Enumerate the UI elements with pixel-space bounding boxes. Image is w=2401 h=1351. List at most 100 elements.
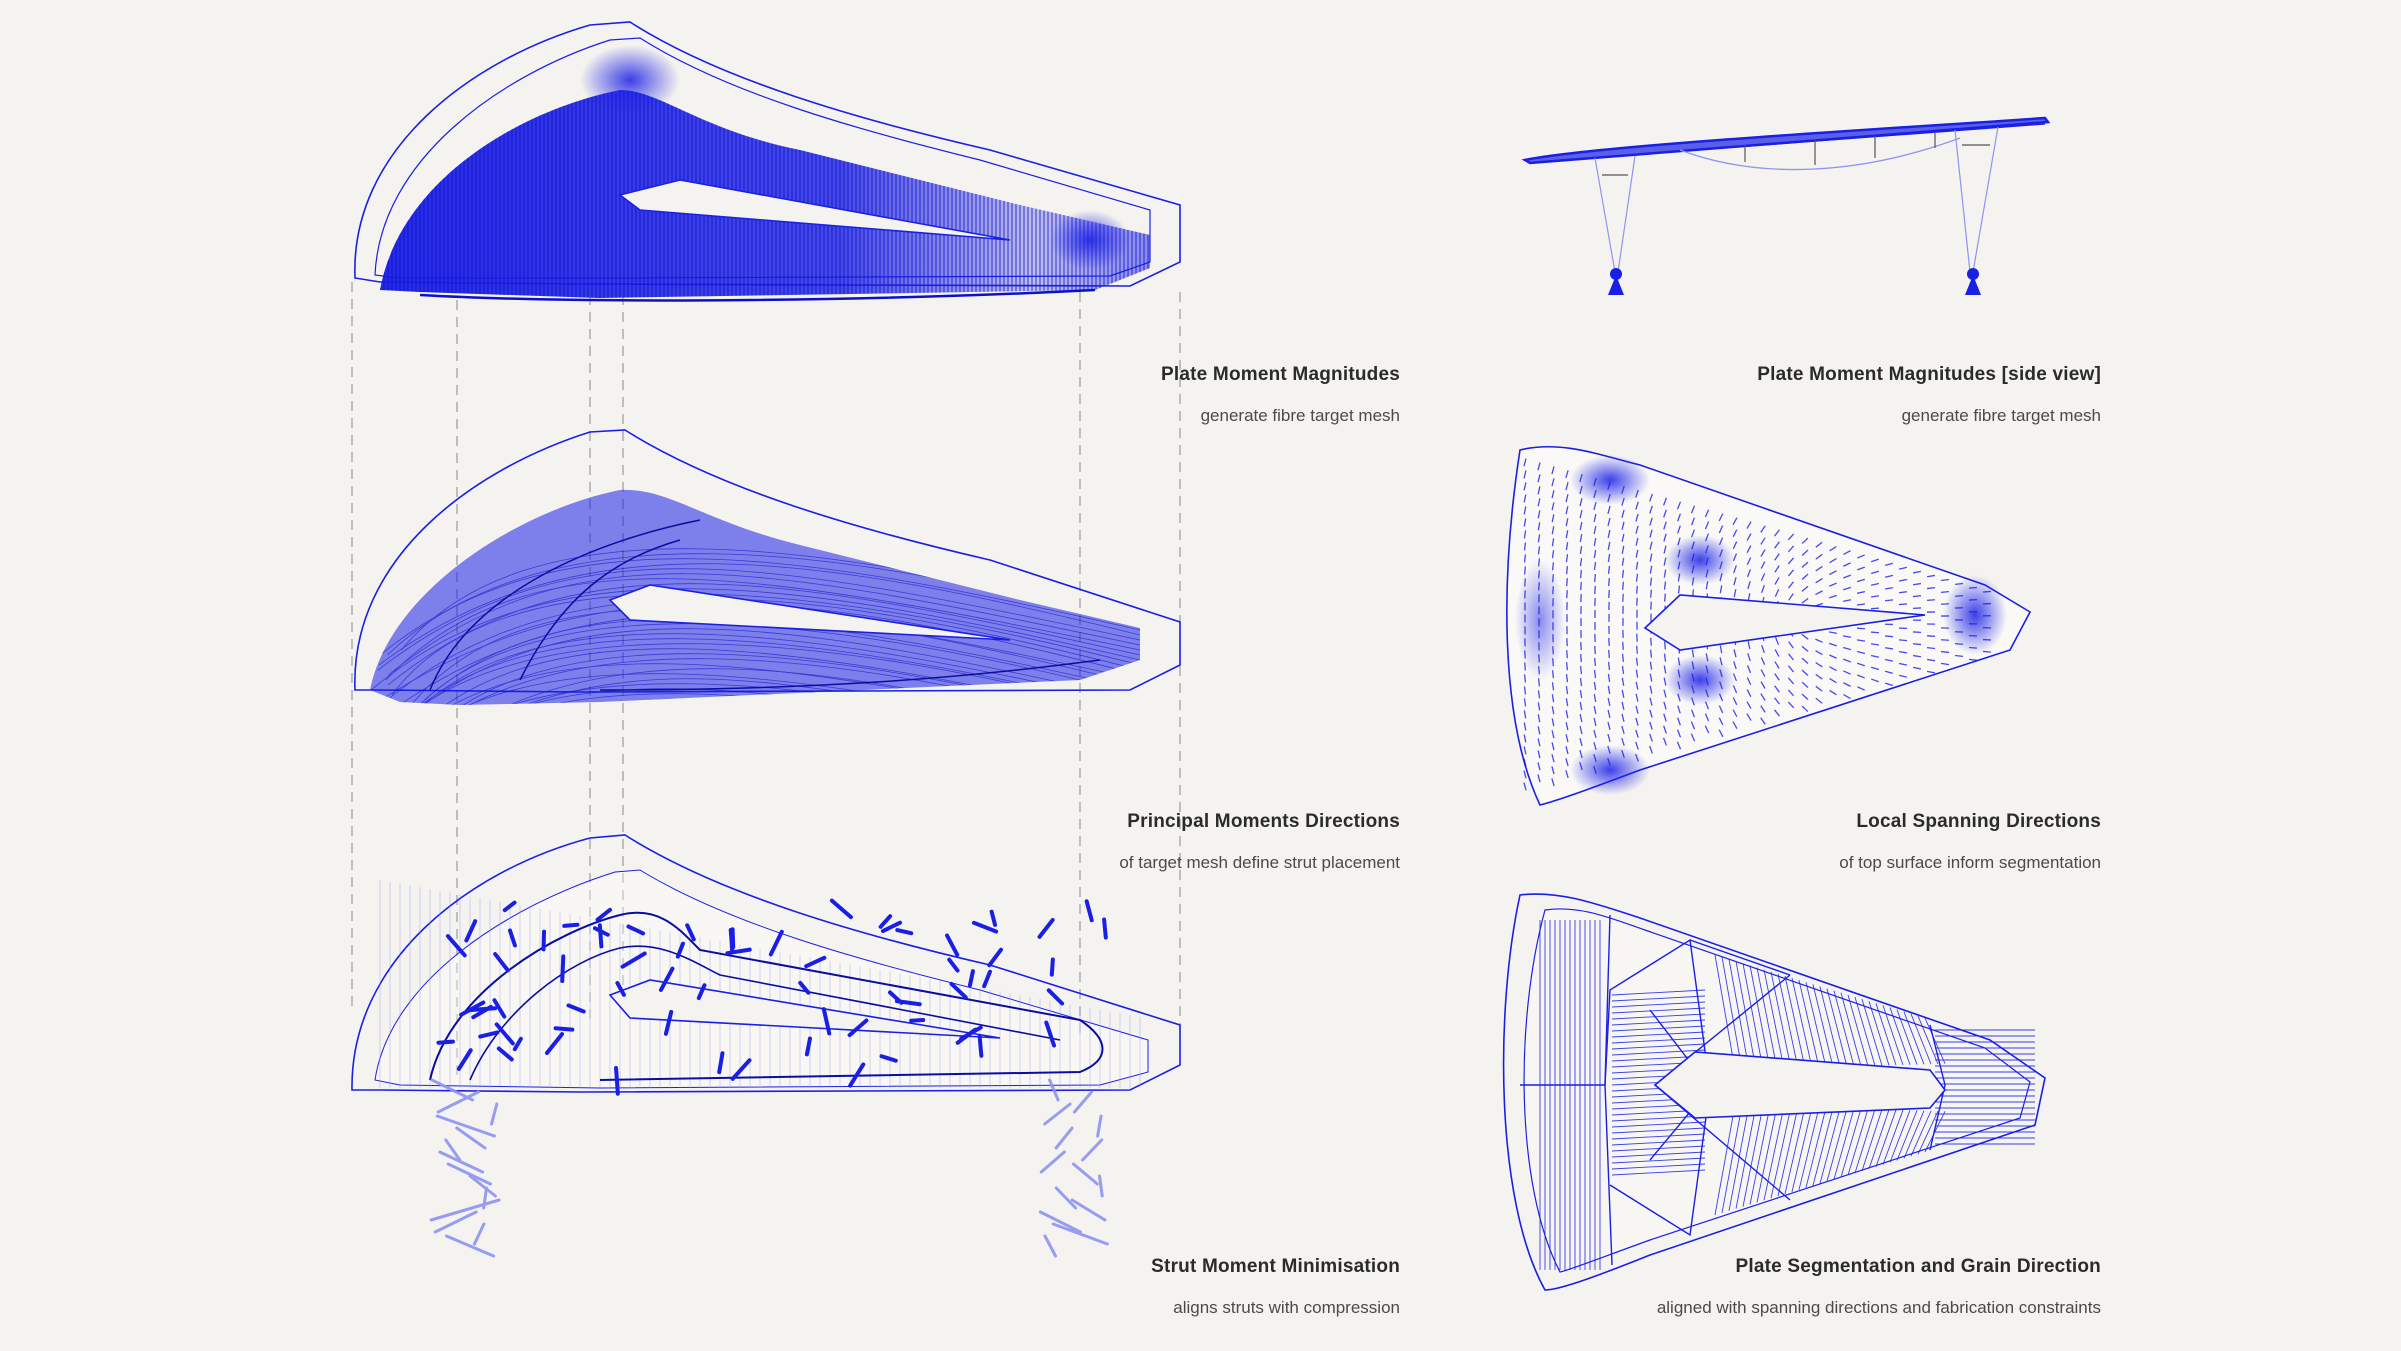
texture-stroke bbox=[1760, 525, 1766, 533]
texture-stroke bbox=[1579, 678, 1583, 687]
texture-stroke bbox=[804, 955, 827, 969]
texture-stroke bbox=[1676, 741, 1682, 750]
texture-stroke bbox=[1593, 669, 1597, 679]
texture-stroke bbox=[1819, 986, 1841, 1067]
texture-stroke bbox=[1523, 542, 1527, 551]
texture-stroke bbox=[1812, 984, 1834, 1068]
texture-stroke bbox=[1663, 701, 1667, 710]
texture-stroke bbox=[1607, 697, 1611, 706]
texture-stroke bbox=[1622, 641, 1624, 650]
texture-stroke bbox=[1611, 1037, 1706, 1044]
texture-stroke bbox=[1070, 1198, 1107, 1222]
texture-stroke bbox=[1801, 549, 1809, 556]
texture-stroke bbox=[1048, 1078, 1060, 1102]
texture-stroke bbox=[1791, 1107, 1813, 1193]
texture-stroke bbox=[1084, 899, 1094, 923]
texture-stroke bbox=[1788, 593, 1794, 601]
texture-stroke bbox=[1763, 969, 1785, 1069]
texture-stroke bbox=[1607, 553, 1611, 562]
texture-stroke bbox=[455, 1126, 487, 1150]
texture-stroke bbox=[848, 1062, 866, 1088]
texture-stroke bbox=[1523, 734, 1527, 743]
texture-stroke bbox=[1579, 534, 1583, 543]
texture-stroke bbox=[1611, 1151, 1706, 1158]
texture-stroke bbox=[1842, 586, 1852, 591]
texture-stroke bbox=[1635, 657, 1639, 666]
texture-stroke bbox=[1649, 649, 1653, 658]
texture-stroke bbox=[370, 673, 1140, 705]
texture-stroke bbox=[696, 983, 707, 1001]
texture-stroke bbox=[1593, 561, 1597, 571]
texture-stroke bbox=[717, 1051, 725, 1075]
texture-stroke bbox=[1551, 502, 1555, 511]
texture-stroke bbox=[847, 1018, 869, 1038]
texture-stroke bbox=[1611, 1007, 1706, 1014]
texture-stroke bbox=[1926, 647, 1936, 650]
texture-stroke bbox=[1926, 574, 1936, 578]
texture-stroke bbox=[1760, 537, 1766, 545]
texture-stroke bbox=[562, 922, 580, 928]
texture-stroke bbox=[1663, 533, 1667, 542]
texture-stroke bbox=[1917, 1110, 1939, 1155]
caption-title: Plate Moment Magnitudes bbox=[1161, 364, 1400, 385]
texture-stroke bbox=[1676, 501, 1682, 510]
plate-segmentation-diagram bbox=[1502, 893, 2046, 1291]
texture-stroke bbox=[1635, 537, 1639, 546]
texture-stroke bbox=[429, 1198, 501, 1222]
texture-stroke bbox=[1677, 705, 1681, 714]
texture-stroke bbox=[1829, 654, 1837, 659]
texture-stroke bbox=[464, 919, 478, 943]
texture-stroke bbox=[1565, 542, 1569, 551]
texture-stroke bbox=[1871, 678, 1879, 683]
texture-stroke bbox=[1884, 647, 1894, 650]
texture-stroke bbox=[1607, 685, 1611, 694]
texture-stroke bbox=[1868, 1109, 1890, 1169]
texture-stroke bbox=[1857, 686, 1865, 691]
caption-side-view: Plate Moment Magnitudes [side view] gene… bbox=[1757, 364, 2101, 426]
texture-stroke bbox=[1829, 582, 1837, 587]
texture-stroke bbox=[1732, 697, 1738, 706]
caption-subtitle: of target mesh define strut placement bbox=[1119, 853, 1400, 872]
texture-stroke bbox=[1857, 566, 1865, 571]
texture-stroke bbox=[1812, 1107, 1834, 1186]
texture-stroke bbox=[1663, 725, 1667, 734]
texture-stroke bbox=[1593, 573, 1597, 583]
texture-stroke bbox=[1746, 689, 1752, 697]
texture-stroke bbox=[456, 1048, 473, 1071]
texture-stroke bbox=[1801, 657, 1809, 664]
texture-stroke bbox=[1763, 1106, 1785, 1201]
texture-stroke bbox=[381, 678, 1140, 705]
texture-stroke bbox=[1611, 1001, 1706, 1008]
texture-stroke bbox=[1815, 661, 1823, 668]
texture-stroke bbox=[1884, 658, 1894, 662]
texture-stroke bbox=[1551, 754, 1555, 763]
texture-stroke bbox=[385, 578, 1140, 681]
texture-stroke bbox=[1649, 733, 1653, 742]
texture-stroke bbox=[1551, 778, 1555, 787]
texture-stroke bbox=[620, 951, 647, 969]
texture-stroke bbox=[1621, 581, 1625, 590]
texture-stroke bbox=[967, 969, 975, 988]
texture-stroke bbox=[1746, 569, 1752, 578]
texture-stroke bbox=[1621, 713, 1625, 722]
texture-stroke bbox=[1523, 746, 1527, 755]
texture-stroke bbox=[1815, 697, 1823, 704]
texture-stroke bbox=[1733, 661, 1737, 670]
texture-stroke bbox=[1565, 530, 1569, 539]
texture-stroke bbox=[1648, 745, 1654, 754]
texture-stroke bbox=[1579, 702, 1583, 711]
texture-stroke bbox=[1746, 545, 1752, 553]
texture-stroke bbox=[1551, 526, 1555, 535]
texture-stroke bbox=[1038, 1210, 1082, 1234]
texture-stroke bbox=[982, 969, 992, 989]
texture-stroke bbox=[1847, 994, 1869, 1067]
texture-stroke bbox=[1537, 690, 1541, 699]
texture-stroke bbox=[1650, 637, 1652, 646]
texture-stroke bbox=[1621, 557, 1625, 566]
texture-stroke bbox=[1903, 1011, 1925, 1065]
texture-stroke bbox=[1663, 689, 1667, 698]
texture-stroke bbox=[1611, 1157, 1706, 1164]
texture-stroke bbox=[1912, 582, 1922, 586]
texture-stroke bbox=[1635, 561, 1639, 570]
texture-stroke bbox=[444, 1138, 462, 1162]
